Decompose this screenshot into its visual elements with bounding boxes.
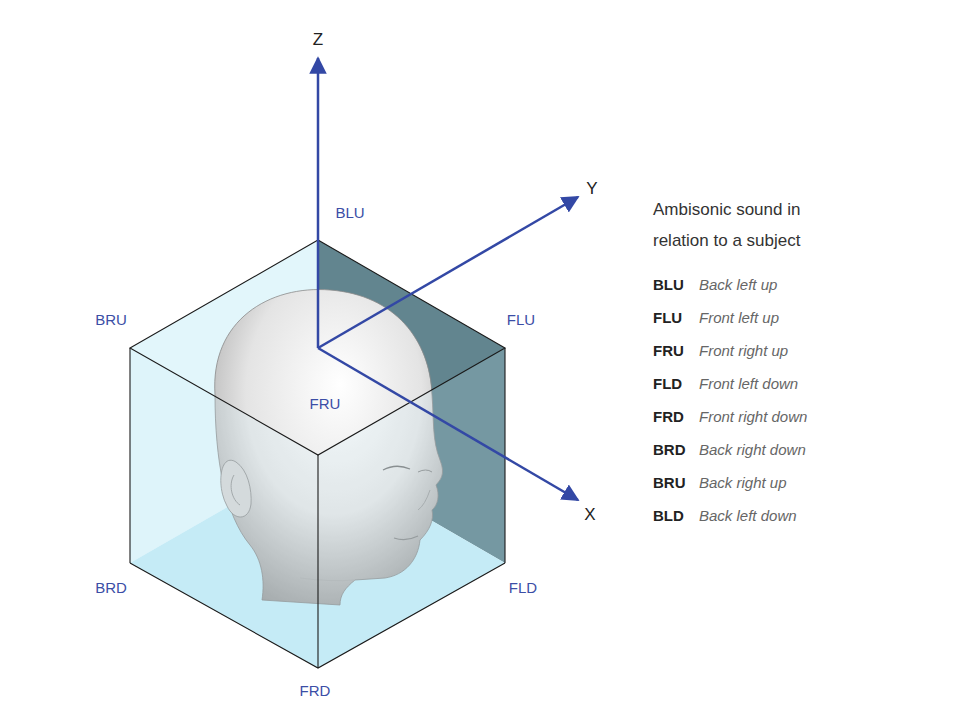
y-axis: [318, 197, 578, 348]
corner-label: FLD: [509, 579, 537, 597]
diagram-title: Ambisonic sound in relation to a subject: [653, 194, 843, 256]
axis-label: Y: [586, 179, 597, 199]
z-axis: [317, 58, 320, 348]
key-abbreviation: FLU: [653, 309, 682, 327]
key-abbreviation: FLD: [653, 375, 682, 393]
key-description: Back left up: [699, 276, 777, 294]
corner-label: BRU: [95, 311, 127, 329]
key-description: Back left down: [699, 507, 797, 525]
key-abbreviation: FRD: [653, 408, 684, 426]
axis-label: X: [584, 505, 595, 525]
cube-front-right-face: [318, 348, 505, 668]
key-abbreviation: BRD: [653, 441, 686, 459]
key-abbreviation: FRU: [653, 342, 684, 360]
corner-label: FRU: [310, 395, 341, 413]
key-description: Back right down: [699, 441, 806, 459]
corner-label: BRD: [95, 579, 127, 597]
corner-label: FRD: [300, 682, 331, 700]
axis-label: Z: [313, 30, 323, 50]
x-axis: [318, 348, 578, 500]
key-description: Front right down: [699, 408, 807, 426]
corner-label: FLU: [507, 311, 535, 329]
key-description: Back right up: [699, 474, 787, 492]
key-description: Front right up: [699, 342, 788, 360]
key-abbreviation: BLU: [653, 276, 684, 294]
cube-front-left-face: [130, 348, 318, 668]
axes: [318, 58, 578, 500]
key-abbreviation: BRU: [653, 474, 686, 492]
key-description: Front left down: [699, 375, 798, 393]
corner-label: BLU: [335, 204, 364, 222]
key-description: Front left up: [699, 309, 779, 327]
key-abbreviation: BLD: [653, 507, 684, 525]
